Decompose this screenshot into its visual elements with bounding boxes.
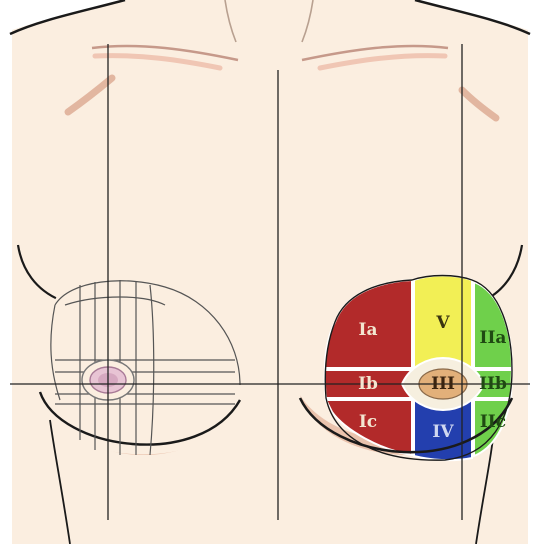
label-iia: IIa	[480, 328, 507, 348]
label-iib: IIb	[479, 374, 507, 394]
label-ic: Ic	[359, 412, 377, 432]
label-ib: Ib	[358, 374, 378, 394]
label-iic: IIc	[480, 412, 506, 432]
label-iv: IV	[432, 422, 454, 442]
torso-skin	[12, 0, 528, 544]
label-ia: Ia	[359, 320, 378, 340]
label-v: V	[435, 313, 450, 333]
label-iii: III	[431, 374, 455, 394]
